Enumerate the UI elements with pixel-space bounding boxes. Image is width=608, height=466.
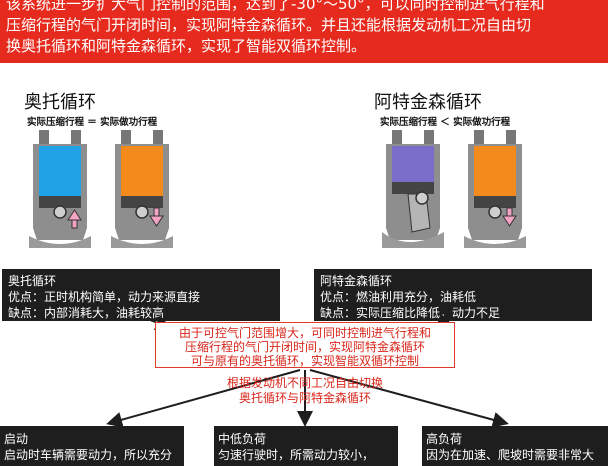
atkinson-box-title: 阿特金森循环 xyxy=(320,274,393,288)
conclusion-box: 由于可控气门范围增大，可同时控制进气行程和 压缩行程的气门开闭时间，实现阿特金森… xyxy=(155,322,455,368)
atkinson-piston-down-arrow-icon xyxy=(502,207,517,227)
load-box-high: 高负荷 因为在加速、爬坡时需要非常大 xyxy=(422,426,608,466)
banner-line-3: 换奥托循环和阿特金森循环，实现了智能双循环控制。 xyxy=(6,37,367,55)
banner-line-2: 压缩行程的气门开闭时间，实现阿特金森循环。并且还能根据发动机工况自由切 xyxy=(6,16,532,34)
banner-line-1: 该系统进一步扩大气门控制的范围，达到了-30°～50°，可以同时控制进气行程和 xyxy=(6,0,545,13)
atkinson-pros: 优点：燃油利用充分，油耗低 xyxy=(320,290,477,304)
load-desc: 匀速行驶时，所需动力较小， xyxy=(218,448,375,462)
otto-engine-illustration xyxy=(29,130,173,248)
load-box-mid: 中低负荷 匀速行驶时，所需动力较小， xyxy=(214,426,398,466)
atkinson-compression-cylinder xyxy=(382,130,444,248)
atkinson-stroke-caption: 实际压缩行程 ＜ 实际做功行程 xyxy=(380,117,511,128)
switching-note-line-2: 奥托循环与阿特金森循环 xyxy=(238,391,371,405)
arrow-to-start-load xyxy=(106,369,301,428)
otto-piston-up-arrow-icon xyxy=(67,209,82,229)
load-label: 高负荷 xyxy=(426,432,463,446)
otto-stroke-caption: 实际压缩行程 ＝ 实际做功行程 xyxy=(27,117,158,128)
conclusion-line-1: 由于可控气门范围增大，可同时控制进气行程和 xyxy=(178,326,431,340)
conclusion-line-2: 压缩行程的气门开闭时间，实现阿特金森循环 xyxy=(184,340,425,354)
otto-cycle-title: 奥托循环 xyxy=(24,92,96,113)
atkinson-engine-illustration xyxy=(382,130,526,248)
load-label: 启动 xyxy=(4,432,29,446)
load-box-start: 启动 启动时车辆需要动力，所以充分 xyxy=(0,426,184,466)
arrow-to-high-load xyxy=(309,369,509,428)
otto-summary-box: 奥托循环 优点：正时机构简单，动力来源直接 缺点：内部消耗大，油耗较高 xyxy=(2,269,280,321)
otto-cons: 缺点：内部消耗大，油耗较高 xyxy=(8,306,165,320)
load-label: 中低负荷 xyxy=(218,432,267,446)
switching-note: 根据发动机不同工况自由切换 奥托循环与阿特金森循环 xyxy=(200,376,410,406)
conclusion-line-3: 可与原有的奥托循环，实现智能双循环控制 xyxy=(190,354,419,368)
otto-piston-down-arrow-icon xyxy=(149,207,164,227)
atkinson-cons: 缺点：实际压缩比降低，动力不足 xyxy=(320,306,501,320)
intro-banner: 该系统进一步扩大气门控制的范围，达到了-30°～50°，可以同时控制进气行程和 … xyxy=(0,0,608,63)
load-desc: 因为在加速、爬坡时需要非常大 xyxy=(426,448,595,462)
otto-pros: 优点：正时机构简单，动力来源直接 xyxy=(8,290,201,304)
atkinson-summary-box: 阿特金森循环 优点：燃油利用充分，油耗低 缺点：实际压缩比降低，动力不足 xyxy=(314,269,592,321)
load-desc: 启动时车辆需要动力，所以充分 xyxy=(4,448,173,462)
atkinson-cycle-title: 阿特金森循环 xyxy=(374,92,482,113)
switching-note-line-1: 根据发动机不同工况自由切换 xyxy=(226,376,383,390)
otto-box-title: 奥托循环 xyxy=(8,274,57,288)
